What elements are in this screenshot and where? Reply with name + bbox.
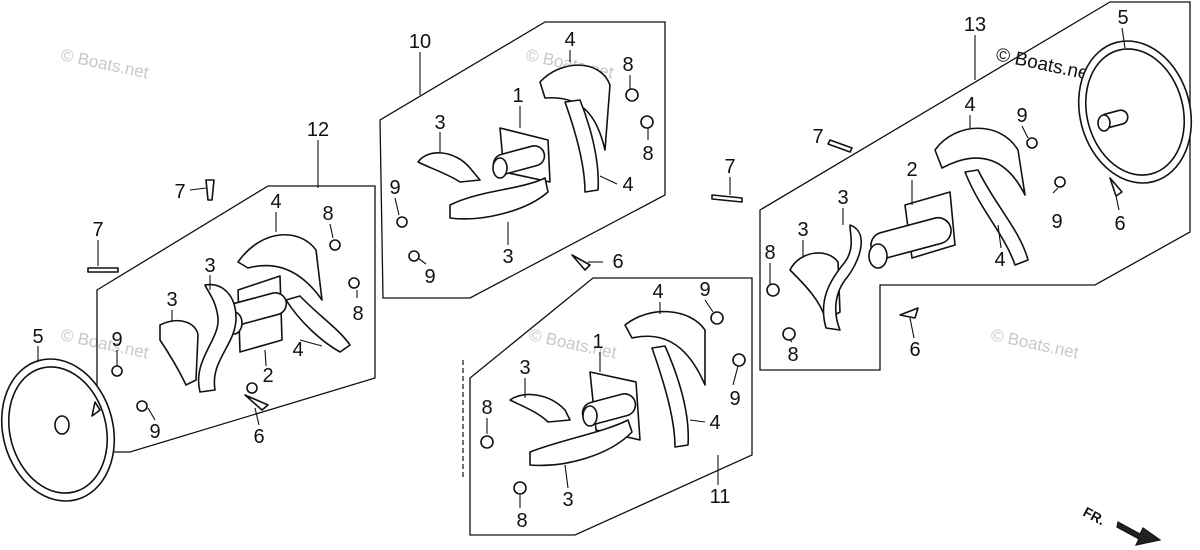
callout-9: 9 — [1051, 211, 1062, 233]
leader-lines — [37, 27, 1126, 508]
callout-4: 4 — [292, 339, 303, 361]
assembly-13-parts — [711, 127, 1123, 341]
callout-1: 1 — [512, 85, 523, 107]
left-wheel-disc — [0, 358, 116, 502]
callout-13: 13 — [964, 14, 986, 36]
callout-4: 4 — [709, 412, 720, 434]
callout-4: 4 — [622, 174, 633, 196]
callout-4: 4 — [994, 249, 1005, 271]
callout-4: 4 — [270, 191, 281, 213]
watermark-text: © Boats.net — [527, 325, 618, 362]
callout-5: 5 — [32, 326, 43, 348]
callout-3: 3 — [204, 255, 215, 277]
callout-8: 8 — [642, 143, 653, 165]
front-arrow-icon — [1116, 521, 1162, 546]
callout-6: 6 — [612, 251, 623, 273]
callout-3: 3 — [837, 187, 848, 209]
assembly-11-parts — [480, 310, 746, 495]
callout-3: 3 — [434, 112, 445, 134]
callout-numbers: 12 7 7 4 8 3 3 8 4 2 9 9 6 5 10 4 8 1 3 … — [32, 7, 1128, 532]
assembly-12-parts — [87, 179, 360, 412]
callout-4: 4 — [652, 281, 663, 303]
callout-8: 8 — [787, 344, 798, 366]
callout-6: 6 — [253, 426, 264, 448]
callout-9: 9 — [699, 279, 710, 301]
assembly-13-outline — [759, 1, 1191, 371]
callout-3: 3 — [502, 246, 513, 268]
watermark-text: © Boats.net — [59, 45, 150, 82]
callout-3: 3 — [797, 219, 808, 241]
callout-5: 5 — [1117, 7, 1128, 29]
callout-8: 8 — [516, 510, 527, 532]
callout-8: 8 — [622, 54, 633, 76]
callout-9: 9 — [149, 421, 160, 443]
callout-7: 7 — [812, 126, 823, 148]
callout-9: 9 — [389, 177, 400, 199]
callout-8: 8 — [481, 397, 492, 419]
callout-4: 4 — [564, 29, 575, 51]
callout-7: 7 — [92, 219, 103, 241]
right-wheel-disc — [1077, 40, 1193, 184]
assembly-outlines — [96, 1, 1191, 536]
callout-4: 4 — [964, 94, 975, 116]
callout-3: 3 — [166, 289, 177, 311]
callout-2: 2 — [262, 365, 273, 387]
front-label: FR. — [1081, 504, 1108, 529]
callout-6: 6 — [909, 339, 920, 361]
assembly-10-outline — [379, 21, 666, 299]
callout-1: 1 — [592, 331, 603, 353]
callout-9: 9 — [729, 388, 740, 410]
callout-6: 6 — [1114, 213, 1125, 235]
callout-11: 11 — [710, 486, 731, 508]
callout-12: 12 — [307, 119, 329, 141]
assembly-11-outline — [469, 277, 753, 536]
callout-7: 7 — [174, 181, 185, 203]
callout-8: 8 — [764, 242, 775, 264]
callout-3: 3 — [562, 489, 573, 511]
callout-9: 9 — [1016, 105, 1027, 127]
callout-8: 8 — [322, 203, 333, 225]
watermark-text: © Boats.net — [989, 325, 1080, 362]
callout-8: 8 — [352, 303, 363, 325]
watermark-text: © Boats.net — [59, 325, 150, 362]
callout-7: 7 — [724, 156, 735, 178]
assembly-10-parts — [396, 64, 654, 271]
callout-9: 9 — [111, 329, 122, 351]
callout-9: 9 — [424, 266, 435, 288]
callout-2: 2 — [906, 159, 917, 181]
callout-10: 10 — [409, 31, 431, 53]
front-direction-indicator: FR. — [1081, 504, 1162, 546]
callout-3: 3 — [519, 357, 530, 379]
